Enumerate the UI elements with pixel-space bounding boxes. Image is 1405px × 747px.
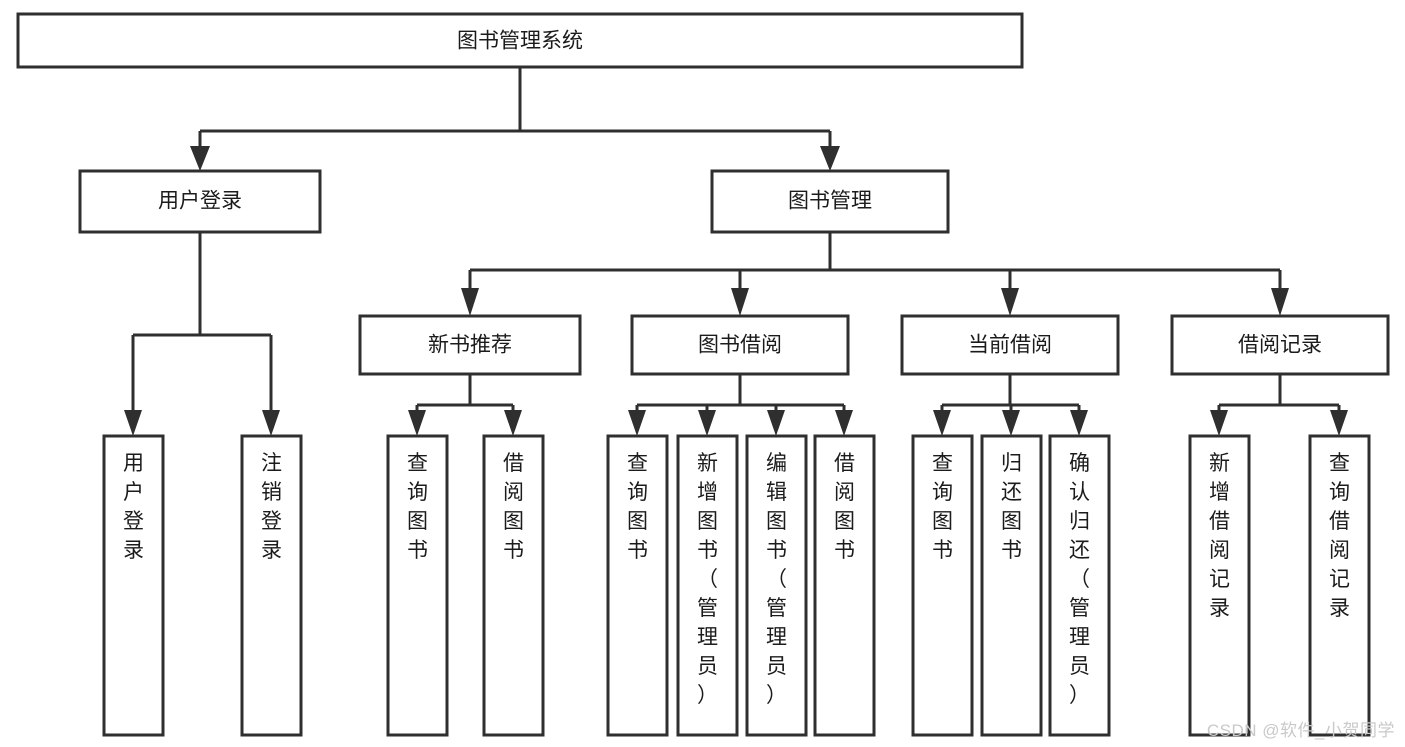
leaf-add-record-box[interactable] [1188, 434, 1251, 737]
node-borrow-record[interactable]: 借阅记录 [1170, 314, 1390, 376]
connector-layer [124, 67, 1348, 436]
node-book-borrow-label: 图书借阅 [698, 334, 782, 357]
node-borrow-record-box[interactable] [1170, 314, 1390, 376]
leaf-confirm-return-label: 确认归还（管理员） [1069, 452, 1090, 707]
leaf-query-book-rec-label: 查询图书 [407, 452, 428, 562]
csdn-watermark: CSDN @软件_小贺同学 [1206, 721, 1395, 740]
leaf-logout-box[interactable] [240, 434, 303, 737]
leaf-logout-label: 注销登录 [261, 452, 282, 562]
leaf-node[interactable]: 注销登录 [240, 434, 303, 737]
leaf-borrow-book-brw-box[interactable] [813, 434, 876, 737]
leaf-query-book-rec-box[interactable] [386, 434, 449, 737]
arrow-to-leaf-query-book-rec [408, 410, 426, 436]
leaf-query-book-brw-box[interactable] [606, 434, 669, 737]
node-current-borrow-label: 当前借阅 [968, 334, 1052, 357]
node-new-book-recommend[interactable]: 新书推荐 [358, 314, 582, 376]
leaf-node[interactable]: 编辑图书（管理员） [745, 434, 808, 737]
node-user-login-box[interactable] [78, 169, 322, 234]
leaf-add-record-label: 新增借阅记录 [1209, 452, 1230, 620]
leaf-query-book-cur-box[interactable] [911, 434, 974, 737]
leaf-node[interactable]: 借阅图书 [813, 434, 876, 737]
arrow-to-leaf-query-book-cur [933, 410, 951, 436]
leaf-node[interactable]: 查询图书 [386, 434, 449, 737]
arrow-to-leaf-query-book-brw [628, 410, 646, 436]
leaf-return-book-label: 归还图书 [1001, 452, 1022, 562]
node-root-label: 图书管理系统 [457, 30, 583, 53]
leaf-query-record-label: 查询借阅记录 [1329, 452, 1350, 620]
leaf-add-book-admin-label: 新增图书（管理员） [697, 452, 718, 707]
leaf-layer: 用户登录 注销登录 查询图书 借阅图书 查询图书 [102, 434, 1371, 737]
arrow-to-leaf-user-login [124, 410, 142, 436]
arrow-to-user-login [190, 146, 210, 171]
arrow-to-leaf-return-book [1002, 410, 1020, 436]
arrow-to-leaf-borrow-book-rec [504, 410, 522, 436]
node-book-manage[interactable]: 图书管理 [710, 169, 950, 234]
arrow-to-leaf-add-record [1210, 410, 1228, 436]
leaf-return-book-box[interactable] [980, 434, 1043, 737]
node-layer: 图书管理系统 用户登录 图书管理 新书推荐 图书借阅 [16, 12, 1390, 737]
leaf-node[interactable]: 归还图书 [980, 434, 1043, 737]
node-root-box[interactable] [16, 12, 1024, 69]
leaf-query-record-box[interactable] [1308, 434, 1371, 737]
node-root[interactable]: 图书管理系统 [16, 12, 1024, 69]
leaf-node[interactable]: 查询借阅记录 [1308, 434, 1371, 737]
leaf-node[interactable]: 查询图书 [606, 434, 669, 737]
arrow-to-leaf-logout [262, 410, 280, 436]
leaf-user-login-label: 用户登录 [123, 452, 144, 562]
leaf-borrow-book-brw-label: 借阅图书 [834, 452, 855, 562]
arrow-to-borrow-record [1271, 288, 1289, 316]
leaf-query-book-brw-label: 查询图书 [627, 452, 648, 562]
leaf-borrow-book-rec-label: 借阅图书 [503, 452, 524, 562]
leaf-node[interactable]: 确认归还（管理员） [1048, 434, 1111, 737]
node-book-borrow-box[interactable] [630, 314, 850, 376]
leaf-confirm-return-box[interactable] [1048, 434, 1111, 737]
arrow-to-leaf-confirm-return [1070, 410, 1088, 436]
leaf-edit-book-admin-box[interactable] [745, 434, 808, 737]
arrow-to-book-borrow [731, 288, 749, 316]
arrow-to-leaf-borrow-book-brw [835, 410, 853, 436]
leaf-node[interactable]: 用户登录 [102, 434, 165, 737]
leaf-borrow-book-rec-box[interactable] [482, 434, 545, 737]
arrow-to-new-book-rec [461, 288, 479, 316]
node-book-manage-box[interactable] [710, 169, 950, 234]
node-user-login-label: 用户登录 [158, 190, 242, 213]
node-borrow-record-label: 借阅记录 [1238, 334, 1322, 357]
node-book-borrow[interactable]: 图书借阅 [630, 314, 850, 376]
arrow-to-book-manage [820, 146, 840, 171]
leaf-node[interactable]: 借阅图书 [482, 434, 545, 737]
node-current-borrow-box[interactable] [900, 314, 1120, 376]
leaf-query-book-cur-label: 查询图书 [932, 452, 953, 562]
node-new-book-recommend-label: 新书推荐 [428, 334, 512, 357]
leaf-add-book-admin-box[interactable] [676, 434, 739, 737]
node-current-borrow[interactable]: 当前借阅 [900, 314, 1120, 376]
arrow-to-leaf-edit-book-admin [767, 410, 785, 436]
arrow-to-leaf-query-record [1330, 410, 1348, 436]
leaf-edit-book-admin-label: 编辑图书（管理员） [766, 452, 787, 707]
arrow-to-leaf-add-book-admin [698, 410, 716, 436]
node-book-manage-label: 图书管理 [788, 190, 872, 213]
node-user-login[interactable]: 用户登录 [78, 169, 322, 234]
arrow-to-current-borrow [1001, 288, 1019, 316]
leaf-node[interactable]: 查询图书 [911, 434, 974, 737]
leaf-user-login-box[interactable] [102, 434, 165, 737]
leaf-node[interactable]: 新增图书（管理员） [676, 434, 739, 737]
leaf-node[interactable]: 新增借阅记录 [1188, 434, 1251, 737]
node-new-book-recommend-box[interactable] [358, 314, 582, 376]
